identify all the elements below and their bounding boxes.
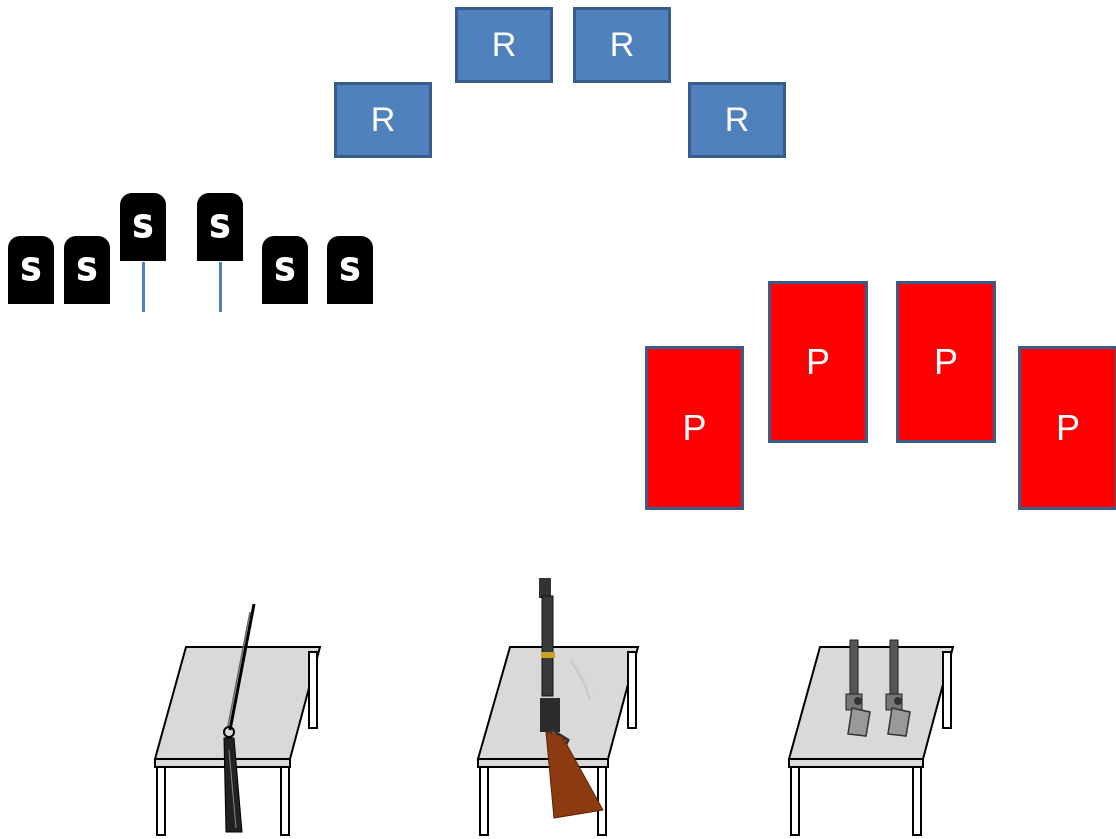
pistol-target-label: P	[682, 407, 707, 448]
target-stake	[219, 262, 222, 312]
lever-action-rifle-icon	[539, 578, 604, 819]
shotgun-target-5: S	[262, 236, 308, 304]
pistol-target-3: P	[896, 281, 996, 443]
shotgun-target-2: S	[64, 236, 110, 304]
rifle-target-label: R	[491, 25, 517, 64]
shotgun-target-3: S	[120, 193, 166, 261]
shotgun-target-label: S	[339, 252, 362, 288]
rifle-target-label: R	[724, 100, 750, 139]
rifle-target-1: R	[334, 82, 432, 158]
revolver-2	[885, 639, 911, 737]
pistol-target-label: P	[933, 341, 958, 382]
shotgun-target-label: S	[76, 252, 99, 288]
loading-table-3	[787, 646, 955, 836]
shotgun-target-1: S	[8, 236, 54, 304]
shotgun-target-label: S	[132, 209, 155, 245]
rifle-target-2: R	[455, 7, 553, 83]
pistol-target-label: P	[805, 341, 830, 382]
revolver-1	[845, 639, 871, 737]
shotgun-target-4: S	[197, 193, 243, 261]
rifle-target-label: R	[609, 25, 635, 64]
shotgun-target-6: S	[327, 236, 373, 304]
shotgun-icon	[223, 603, 256, 833]
rifle-target-label: R	[370, 100, 396, 139]
shotgun-target-label: S	[209, 209, 232, 245]
loading-table-1	[153, 646, 322, 836]
pistol-target-2: P	[768, 281, 868, 443]
revolvers-icon	[845, 639, 911, 737]
rifle-target-4: R	[688, 82, 786, 158]
target-stake	[142, 262, 145, 312]
rifle-target-3: R	[573, 7, 671, 83]
pistol-target-1: P	[645, 346, 744, 510]
shotgun-target-label: S	[274, 252, 297, 288]
shotgun-target-label: S	[20, 252, 43, 288]
pistol-target-label: P	[1055, 407, 1080, 448]
